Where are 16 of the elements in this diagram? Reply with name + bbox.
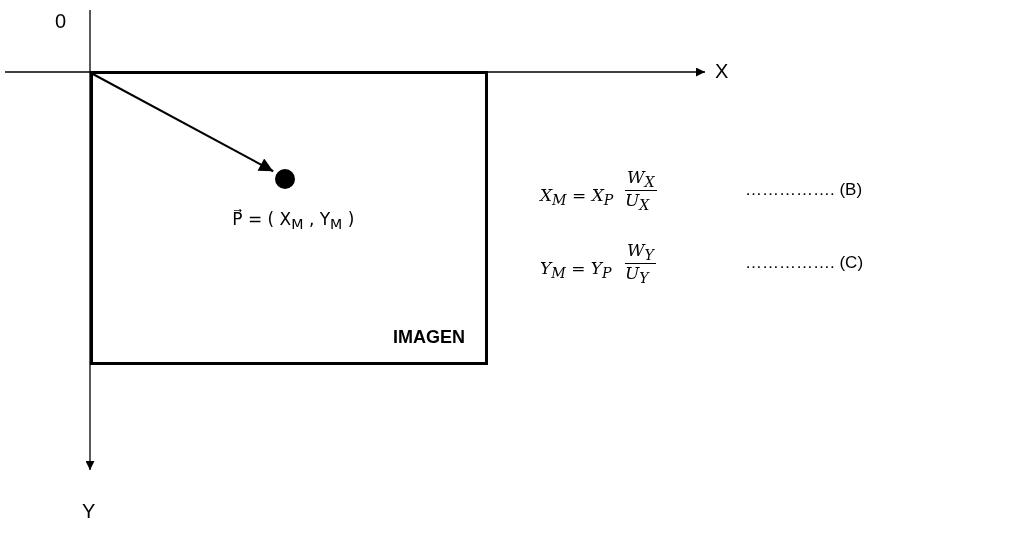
fraction-denominator: U$_{X}$ xyxy=(625,190,650,214)
formula-text: X$_{M}$ = X$_{P}$ xyxy=(540,185,614,209)
origin-label: 0 xyxy=(55,10,67,33)
axis-label: X xyxy=(715,60,729,83)
fraction-denominator: U$_{Y}$ xyxy=(625,263,649,287)
image-frame xyxy=(90,71,488,365)
fraction-numerator: W$_{Y}$ xyxy=(625,240,656,265)
point-caption: P⃗ = ( X$_{M}$ , Y$_{M}$ ) xyxy=(232,209,355,233)
equation-reference: ……………. (B) xyxy=(745,180,863,200)
point-dot xyxy=(275,169,295,189)
fraction-numerator: W$_{X}$ xyxy=(625,167,657,192)
vector-arrow xyxy=(90,72,275,173)
frame-title: IMAGEN xyxy=(393,327,465,348)
formula-text: Y$_{M}$ = Y$_{P}$ xyxy=(540,258,612,282)
equation-reference: ……………. (C) xyxy=(745,253,864,273)
axis-label: Y xyxy=(82,500,96,523)
